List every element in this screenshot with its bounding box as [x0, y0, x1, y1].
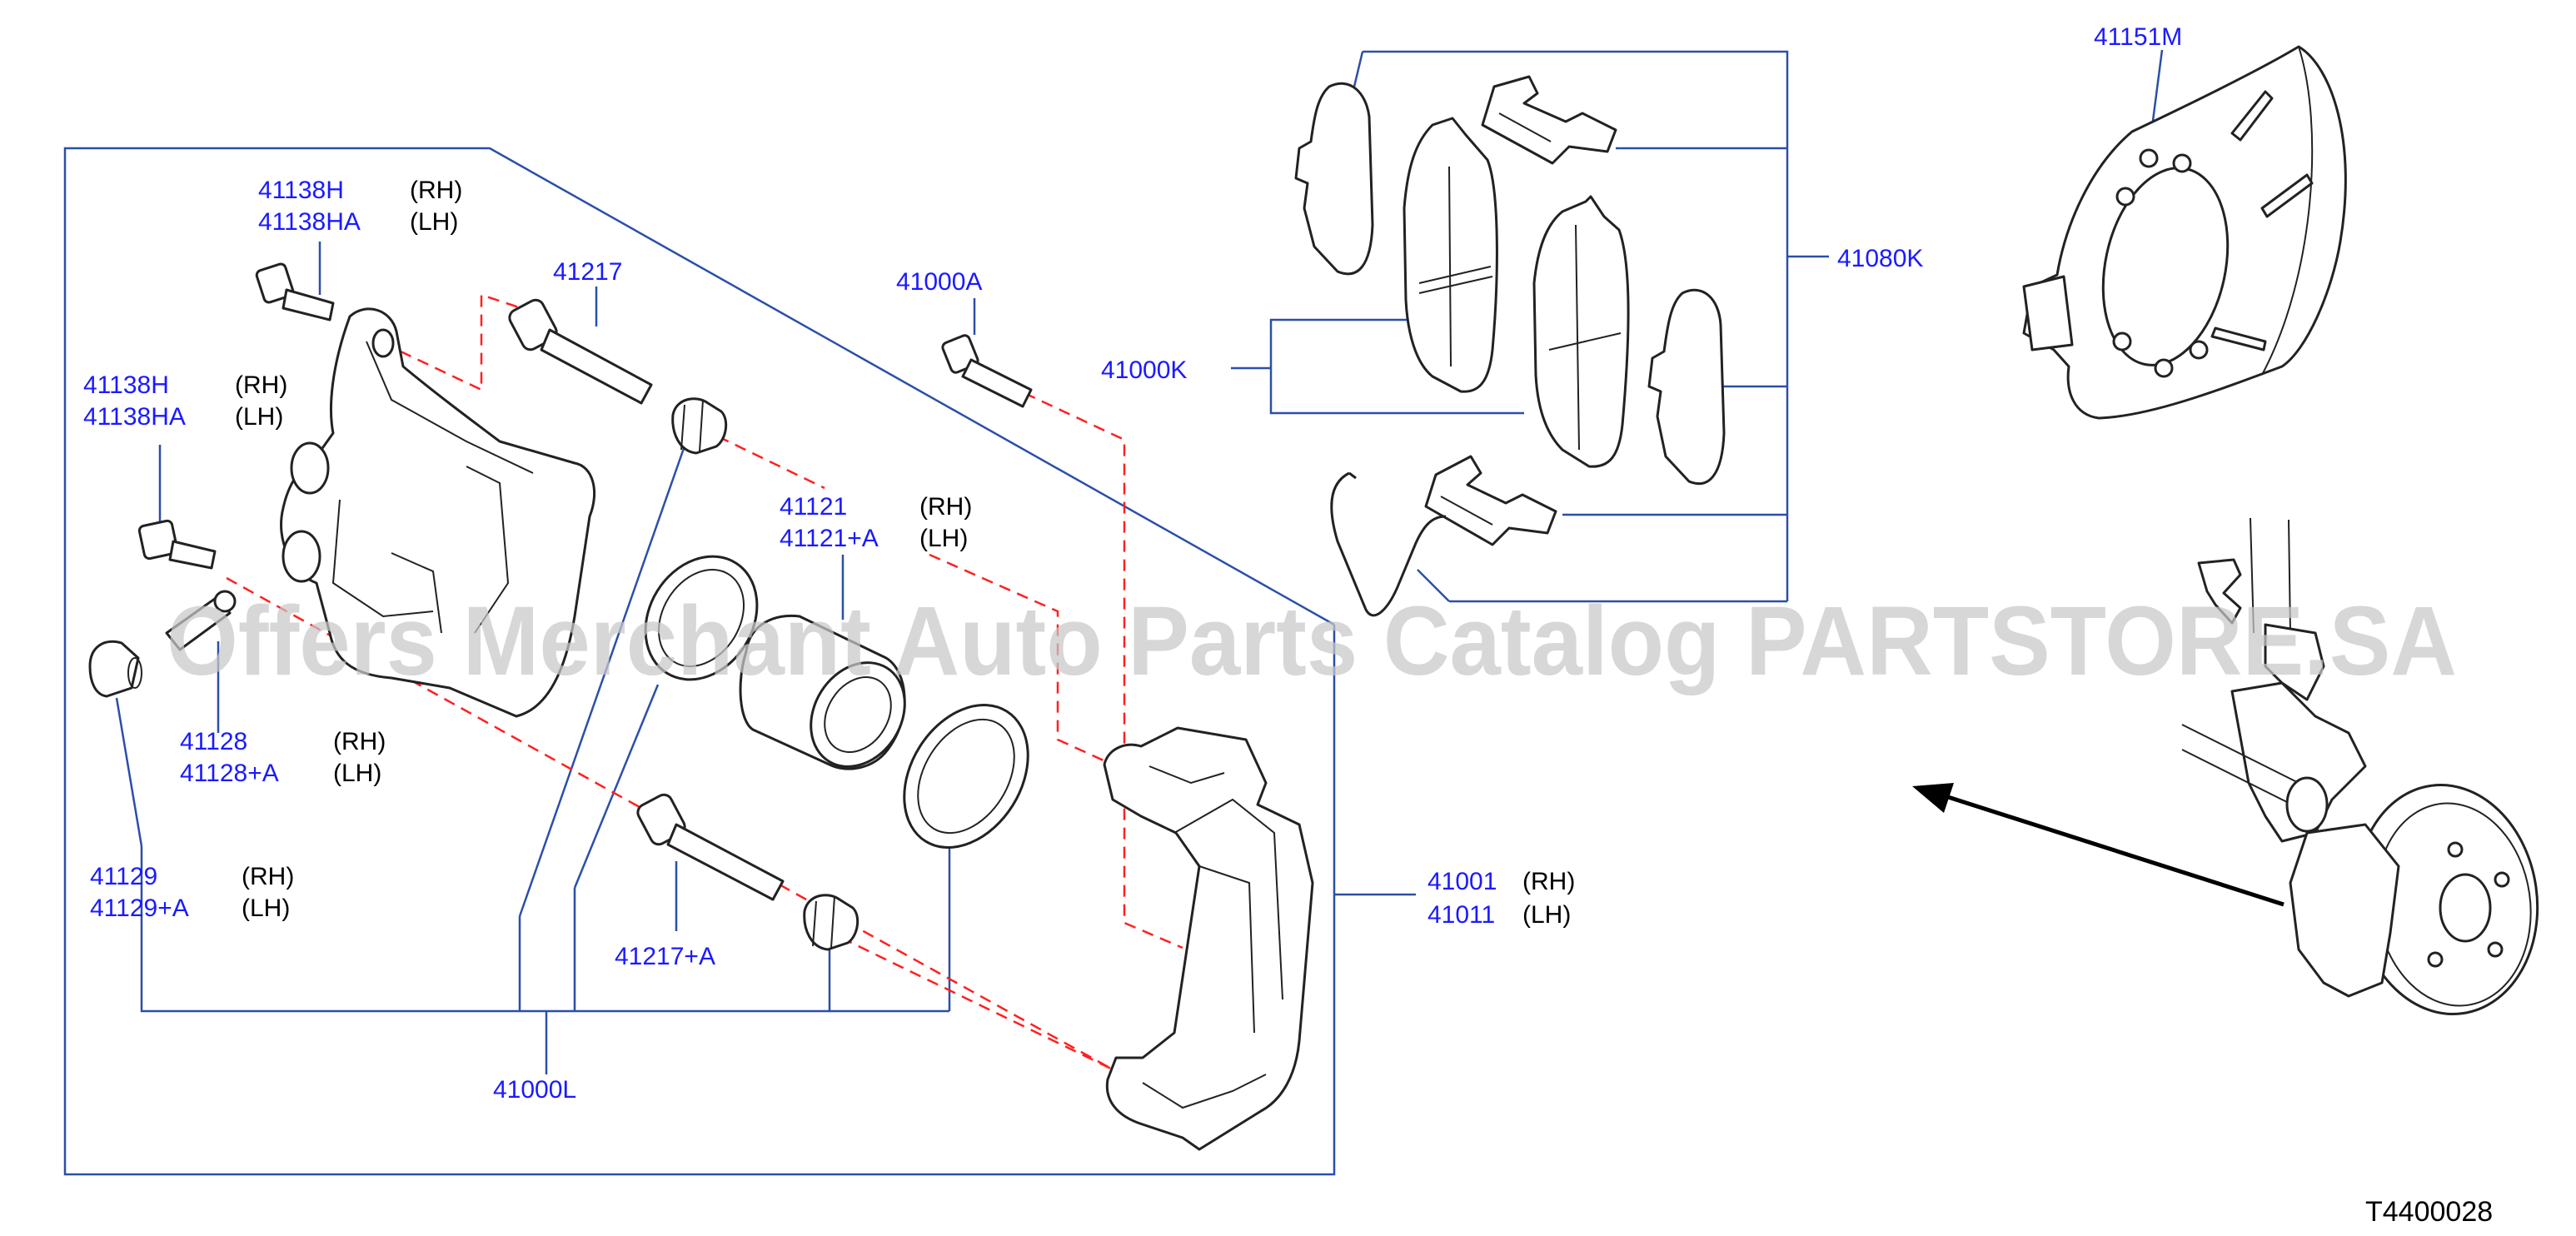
brake-pad-outer-drawing	[1532, 195, 1630, 468]
label-41001: 41001	[1428, 868, 1497, 895]
label-41138h-upper: 41138H	[258, 177, 344, 204]
label-41000a: 41000A	[896, 268, 982, 296]
bolt-41000a-drawing	[941, 334, 1033, 408]
caliper-body-drawing	[280, 307, 596, 718]
diagram-code: T4400028	[2365, 1196, 2493, 1228]
splash-shield-drawing	[2022, 45, 2347, 420]
pad-set-bracket	[1231, 318, 1524, 415]
label-41217a: 41217+A	[615, 943, 715, 970]
label-41138h-lower: 41138H	[83, 371, 169, 399]
label-41129-rh: (RH)	[242, 863, 294, 890]
label-41129: 41129	[90, 863, 157, 890]
caliper-bracket-drawing	[1103, 726, 1314, 1151]
piston-seal-drawing	[644, 555, 759, 681]
bleeder-screw-drawing	[165, 590, 237, 651]
label-41138ha-lower: 41138HA	[83, 403, 186, 431]
bolt-41138h-upper-drawing	[255, 262, 335, 321]
pin-boot-upper-drawing	[671, 397, 728, 455]
label-41121-rh: (RH)	[919, 493, 972, 521]
pad-clip-upper-drawing	[1481, 75, 1617, 165]
label-41138h-lower-rh: (RH)	[235, 371, 287, 399]
label-41128a-lh: (LH)	[333, 760, 381, 787]
label-41080k: 41080K	[1837, 245, 1923, 272]
label-41128-rh: (RH)	[333, 728, 386, 755]
label-41121a: 41121+A	[780, 525, 879, 552]
caliper-assembly-frame	[63, 147, 1336, 1176]
label-41121a-lh: (LH)	[919, 525, 968, 552]
guide-pin-upper-drawing	[508, 298, 653, 405]
label-41138ha-upper: 41138HA	[258, 208, 361, 236]
brake-pad-inner-drawing	[1403, 117, 1498, 393]
label-41001-rh: (RH)	[1522, 868, 1575, 895]
label-41121: 41121	[780, 493, 847, 521]
label-41138h-upper-rh: (RH)	[410, 177, 462, 204]
label-41129a: 41129+A	[90, 895, 189, 922]
label-41011-lh: (LH)	[1522, 901, 1571, 929]
shim-plate-left-drawing	[1294, 82, 1374, 276]
bleeder-cap-drawing	[88, 640, 142, 698]
repair-kit-bracket	[115, 436, 951, 1074]
label-41138ha-upper-lh: (LH)	[410, 208, 458, 236]
piston-drawing	[739, 614, 906, 770]
label-41128a: 41128+A	[180, 760, 279, 787]
label-41011: 41011	[1428, 901, 1495, 929]
pad-clip-lower-drawing	[1424, 455, 1557, 546]
label-41129a-lh: (LH)	[242, 895, 290, 922]
hub-assembly-overview-drawing	[2181, 517, 2539, 1015]
label-41138ha-lower-lh: (LH)	[235, 403, 283, 431]
label-41000l: 41000L	[493, 1076, 576, 1104]
watermark-text: Offers Merchant Auto Parts Catalog PARTS…	[167, 586, 2457, 696]
bolt-41138h-lower-drawing	[137, 519, 217, 570]
pad-spring-wire-drawing	[1330, 471, 1447, 617]
pin-boot-lower-drawing	[803, 894, 859, 951]
pad-kit-bracket	[1353, 50, 1829, 603]
dust-boot-drawing	[903, 703, 1029, 850]
direction-arrow	[1912, 783, 2285, 907]
label-41128: 41128	[180, 728, 247, 755]
guide-pin-lower-drawing	[636, 793, 785, 901]
shim-plate-right-drawing	[1647, 288, 1726, 486]
label-41151m: 41151M	[2094, 23, 2182, 51]
label-41000k: 41000K	[1101, 356, 1187, 384]
label-41217: 41217	[553, 258, 622, 286]
